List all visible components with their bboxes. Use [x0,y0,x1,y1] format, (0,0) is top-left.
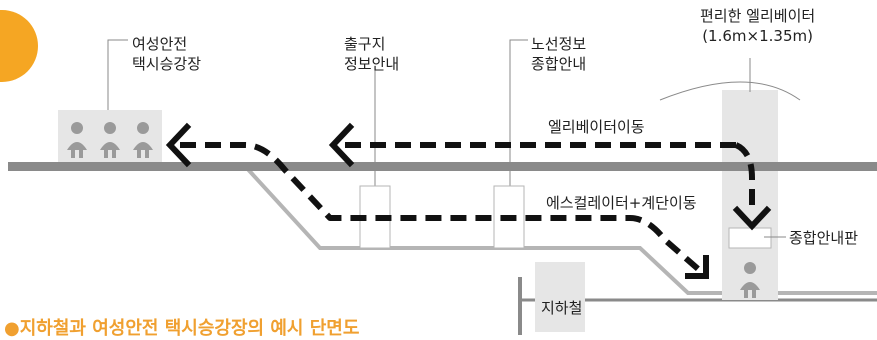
person-icon-2 [100,122,120,158]
arrowhead-taxi [165,122,192,168]
route-info-label-line-2: 종합안내 [531,55,587,73]
elevator-title-line-2: (1.6m×1.35m) [702,27,813,45]
route-info-label-line-1: 노선정보 [531,35,587,53]
person-icon-1 [67,122,87,158]
arrowhead-elevator-left [328,122,355,168]
taxi-stand-label-line-2: 택시승강장 [132,55,202,73]
taxi-stand-label-line-1: 여성안전 [132,35,188,53]
taxi-stand-box [58,110,162,165]
route-label-leader [509,39,528,190]
elevator-title-label: 편리한 엘리베이터 (1.6m×1.35m) [700,6,815,46]
person-icon-3 [133,122,153,158]
subway-panel [535,262,585,332]
elevator-arc [659,81,801,101]
elevator-route-down [734,142,755,210]
info-board-label: 종합안내판 [789,229,859,247]
exit-info-label-line-1: 출구지 [344,35,386,53]
route-info-label: 노선정보 종합안내 [531,34,586,74]
diagram-caption: ●지하철과 여성안전 택시승강장의 예시 단면도 [4,318,360,339]
person-icon-elevator [740,262,760,298]
taxi-stand-label: 여성안전 택시승강장 [132,34,201,74]
ground-line [8,162,877,171]
exit-info-label-line-2: 정보안내 [344,55,400,73]
exit-info-label: 출구지 정보안내 [344,34,399,74]
person-icons [67,122,760,298]
subway-label: 지하철 [541,299,583,317]
info-board-box [728,227,772,249]
elevator-title-line-1: 편리한 엘리베이터 [700,7,816,25]
arrowhead-escalator [685,255,709,279]
escalator-route-path [180,142,707,278]
elevator-move-label: 엘리베이터이동 [548,118,645,136]
arrowhead-elevator-down [732,205,772,231]
escalator-move-label: 에스컬레이터+계단이동 [546,194,697,212]
taxi-label-leader [107,39,128,110]
